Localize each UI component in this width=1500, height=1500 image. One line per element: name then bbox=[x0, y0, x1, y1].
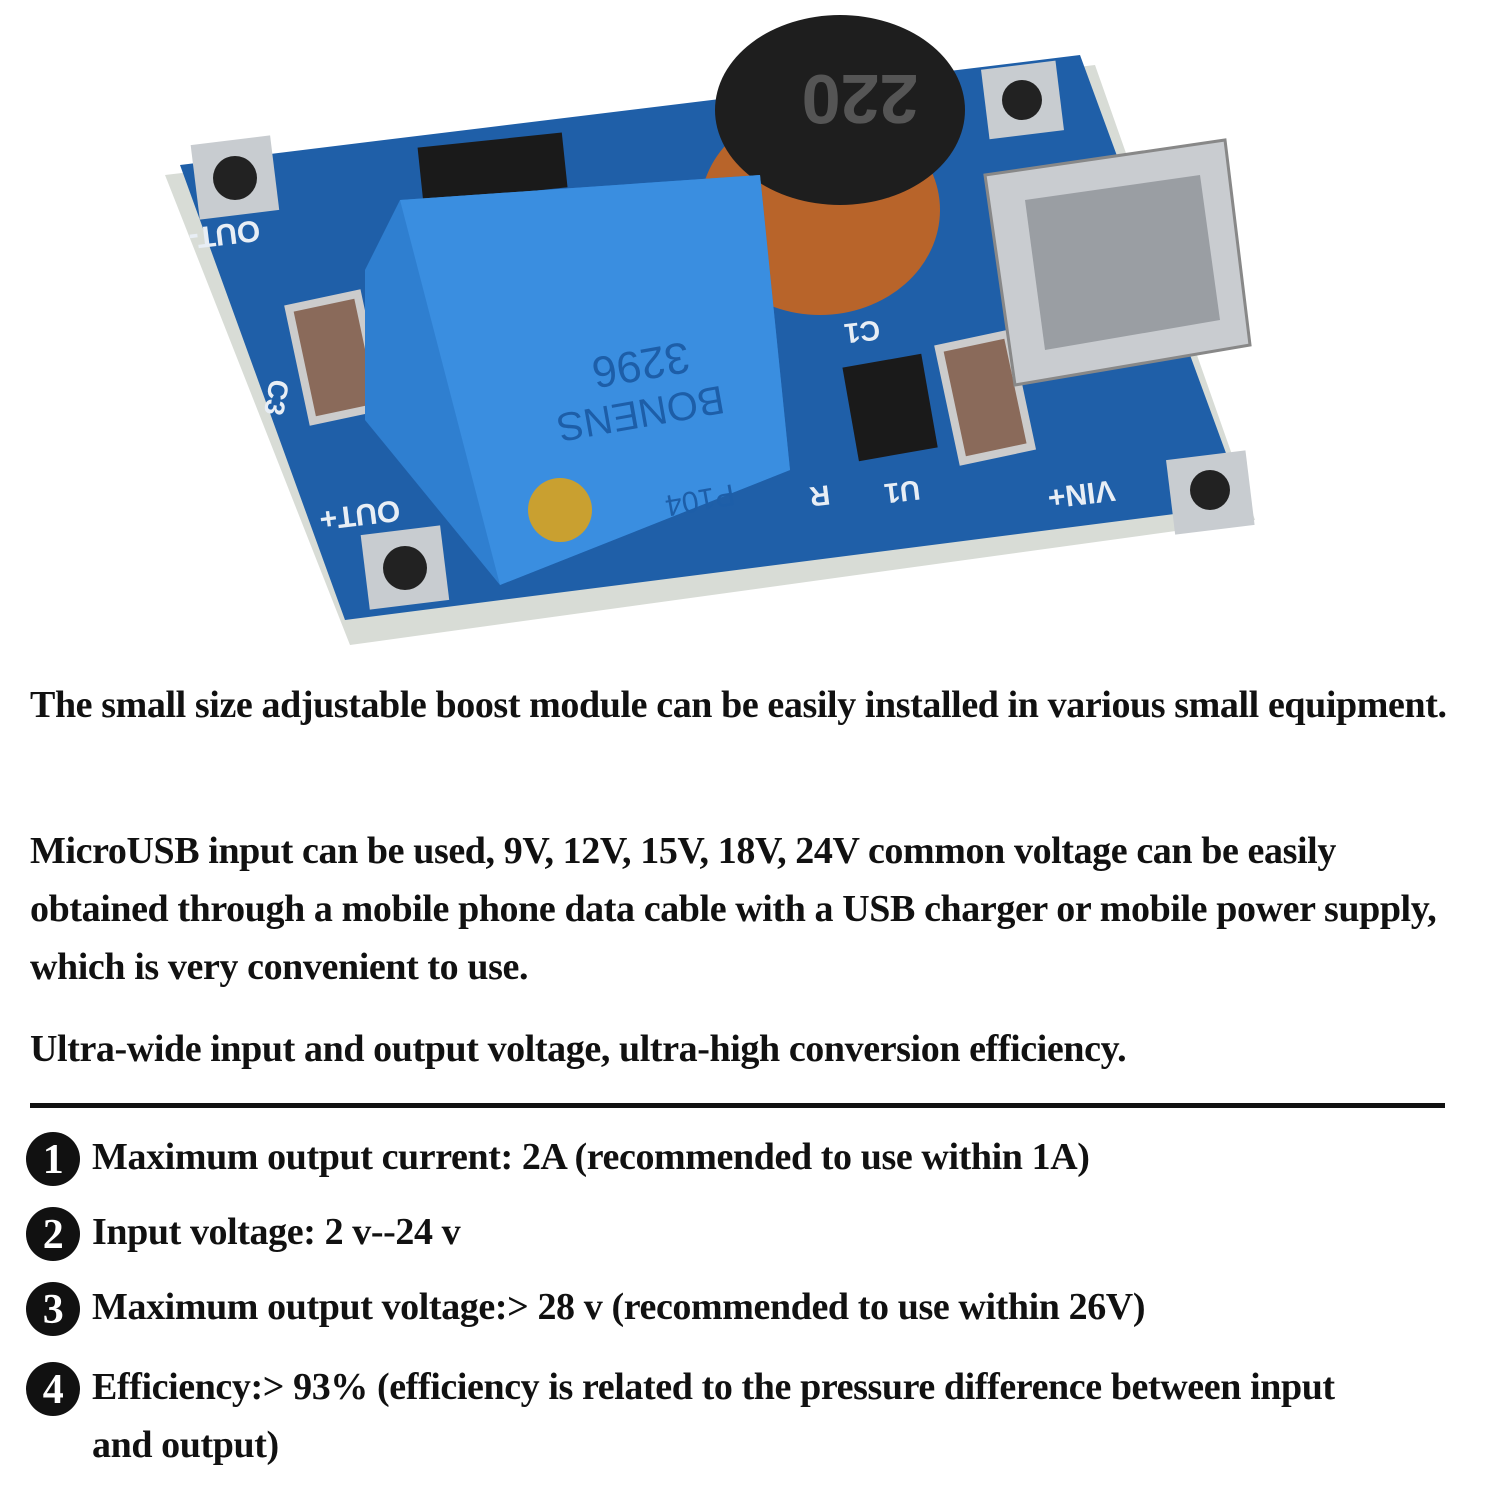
ic-u1 bbox=[842, 353, 938, 462]
label-u1: U1 bbox=[883, 474, 922, 509]
mounting-holes bbox=[190, 60, 1255, 610]
description-paragraph: Ultra-wide input and output voltage, ult… bbox=[30, 1028, 1127, 1070]
label-c1: C1 bbox=[843, 314, 882, 349]
capacitor bbox=[934, 329, 1037, 466]
label-vin-plus: VIN+ bbox=[1046, 473, 1117, 514]
spec-item: 4 Efficiency:> 93% (efficiency is relate… bbox=[26, 1358, 1446, 1474]
inductor-marking: 220 bbox=[802, 60, 919, 138]
label-r: R bbox=[808, 479, 832, 512]
description-paragraph: MicroUSB input can be used, 9V, 12V, 15V… bbox=[30, 830, 1437, 988]
spec-item: 2 Input voltage: 2 v--24 v bbox=[26, 1203, 1446, 1261]
spec-text: Maximum output voltage:> 28 v (recommend… bbox=[92, 1286, 1146, 1328]
number-badge-icon: 4 bbox=[26, 1362, 80, 1416]
spec-item: 3 Maximum output voltage:> 28 v (recomme… bbox=[26, 1278, 1446, 1336]
number-badge-icon: 1 bbox=[26, 1132, 80, 1186]
adjustment-screw bbox=[528, 478, 592, 542]
spec-item: 1 Maximum output current: 2A (recommende… bbox=[26, 1128, 1446, 1186]
micro-usb-connector bbox=[983, 138, 1252, 387]
divider bbox=[30, 1103, 1445, 1108]
label-c3: C3 bbox=[258, 377, 295, 418]
product-photo-boost-module: 220 3296 BONENS P104 OUT- OUT+ VIN+ C1 C… bbox=[165, 15, 1255, 645]
description-paragraph: The small size adjustable boost module c… bbox=[30, 684, 1447, 726]
spec-text: Efficiency:> 93% (efficiency is related … bbox=[92, 1366, 1335, 1466]
number-badge-icon: 2 bbox=[26, 1207, 80, 1261]
number-badge-icon: 3 bbox=[26, 1282, 80, 1336]
potentiometer: 3296 BONENS P104 bbox=[365, 175, 790, 585]
spec-text: Maximum output current: 2A (recommended … bbox=[92, 1136, 1090, 1178]
diode bbox=[417, 132, 568, 203]
spec-text: Input voltage: 2 v--24 v bbox=[92, 1211, 461, 1253]
